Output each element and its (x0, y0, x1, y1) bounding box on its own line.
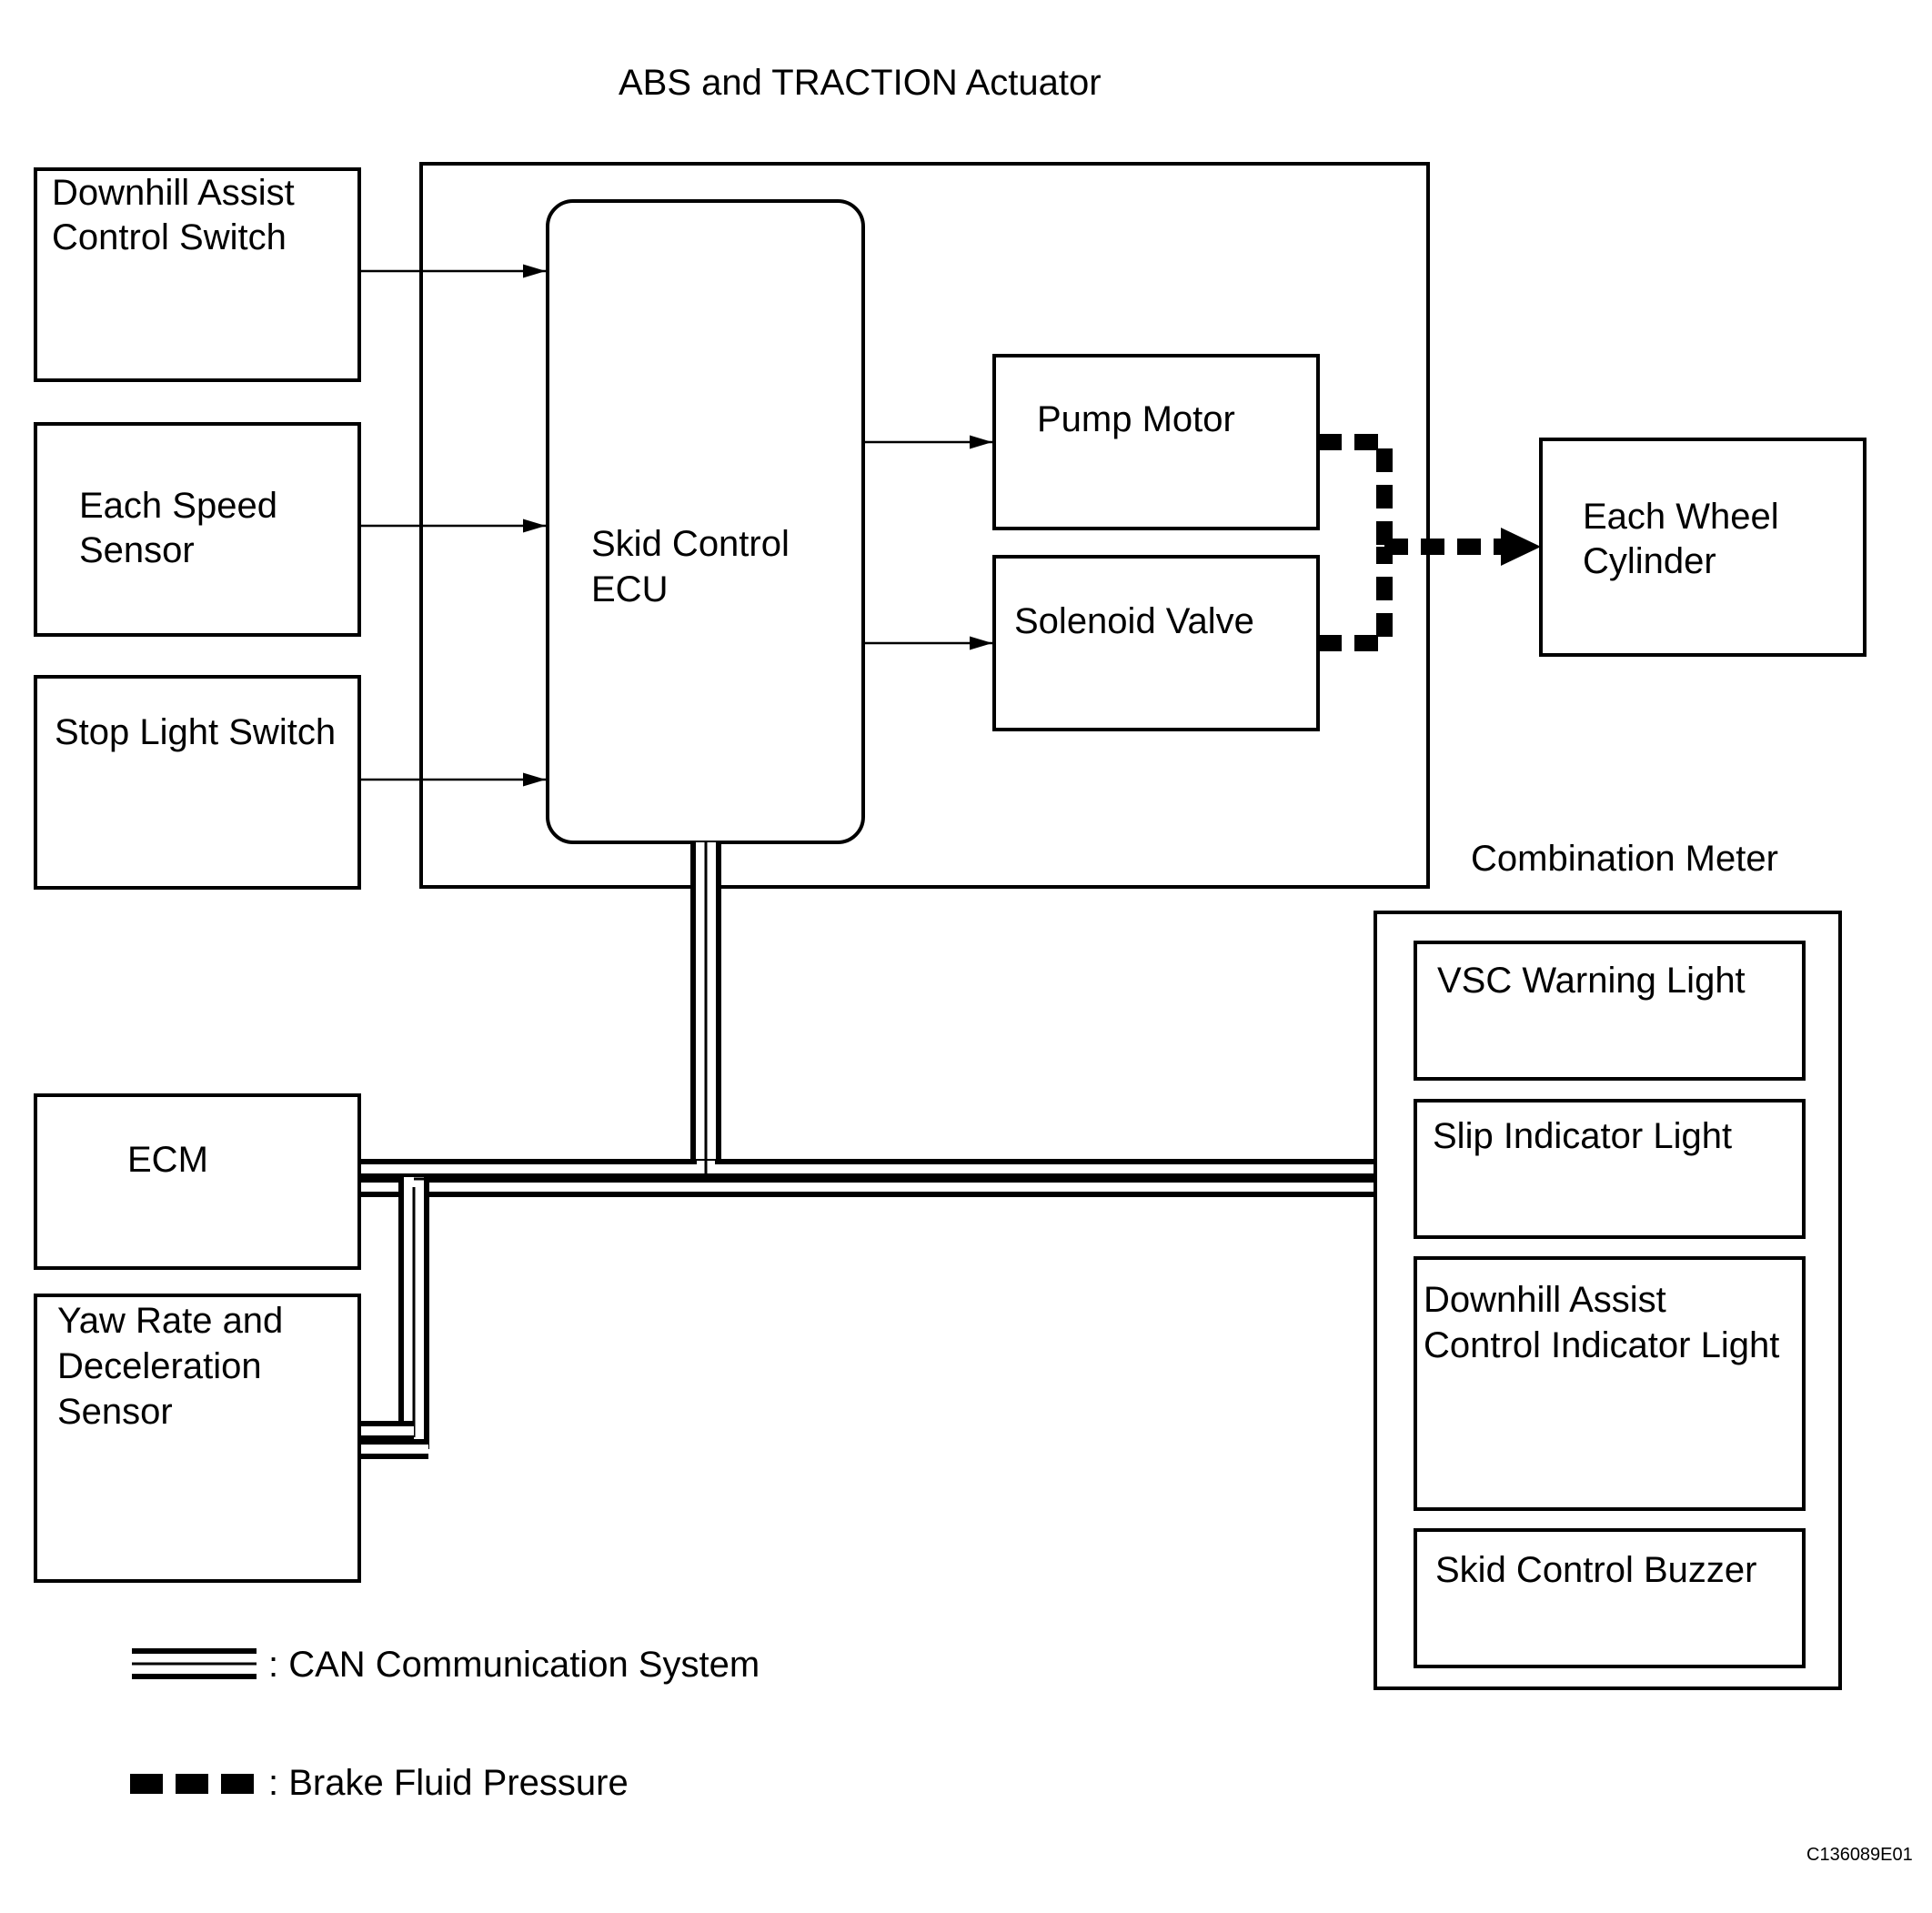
node-speed-sensor: Each Speed Sensor (34, 422, 361, 637)
node-ecm: ECM (34, 1093, 361, 1270)
can-bus (359, 842, 1377, 1459)
node-pump-motor-label: Pump Motor (1037, 399, 1235, 439)
node-vsc-light-label: VSC Warning Light (1437, 961, 1746, 1001)
node-downhill-light-label: Downhill Assist Control Indicator Light (1424, 1280, 1779, 1365)
node-solenoid-valve: Solenoid Valve (992, 555, 1320, 731)
node-yaw-sensor-label: Yaw Rate and Deceleration Sensor (57, 1301, 293, 1432)
node-buzzer: Skid Control Buzzer (1414, 1528, 1806, 1668)
diagram-title: ABS and TRACTION Actuator (619, 63, 1102, 103)
node-speed-sensor-label: Each Speed Sensor (79, 486, 287, 570)
legend-brake-label: : Brake Fluid Pressure (268, 1763, 629, 1803)
figure-code: C136089E01 (1806, 1845, 1913, 1865)
node-buzzer-label: Skid Control Buzzer (1435, 1550, 1756, 1590)
signal-arrows (359, 264, 992, 787)
node-wheel-cylinder-label: Each Wheel Cylinder (1583, 497, 1789, 581)
combination-meter-title: Combination Meter (1471, 839, 1778, 879)
edge-solenoid-to-junction (1318, 547, 1393, 651)
node-slip-light-label: Slip Indicator Light (1433, 1116, 1732, 1156)
node-wheel-cylinder: Each Wheel Cylinder (1539, 438, 1867, 657)
node-downhill-switch: Downhill Assist Control Switch (34, 167, 361, 382)
node-skid-ecu: Skid Control ECU (546, 199, 865, 844)
legend-can-symbol (132, 1648, 257, 1679)
node-downhill-switch-label: Downhill Assist Control Switch (52, 173, 305, 257)
node-yaw-sensor: Yaw Rate and Deceleration Sensor (34, 1294, 361, 1583)
node-vsc-light: VSC Warning Light (1414, 941, 1806, 1081)
node-stop-light-switch: Stop Light Switch (34, 675, 361, 890)
brake-fluid-lines (1318, 434, 1501, 651)
legend: : CAN Communication System : Brake Fluid… (130, 1645, 760, 1803)
node-ecm-label: ECM (127, 1140, 208, 1180)
node-skid-ecu-label: Skid Control ECU (591, 524, 800, 609)
node-solenoid-valve-label: Solenoid Valve (1014, 601, 1254, 641)
brake-arrowhead (1501, 528, 1541, 566)
node-slip-light: Slip Indicator Light (1414, 1099, 1806, 1239)
legend-brake-symbol (130, 1774, 254, 1794)
node-downhill-light: Downhill Assist Control Indicator Light (1414, 1256, 1806, 1511)
legend-can-label: : CAN Communication System (268, 1645, 760, 1685)
node-stop-light-switch-label: Stop Light Switch (55, 712, 336, 752)
node-pump-motor: Pump Motor (992, 354, 1320, 530)
edge-pump-to-junction (1318, 434, 1393, 547)
